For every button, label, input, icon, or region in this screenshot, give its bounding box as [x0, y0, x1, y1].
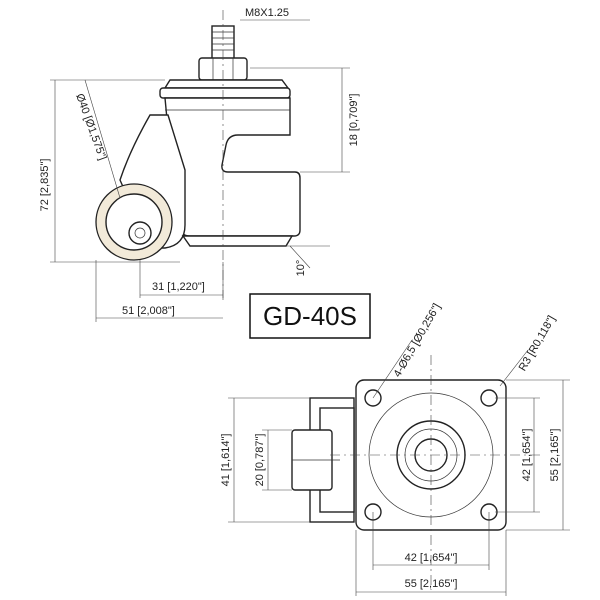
side-42-label: 42 [1,654"] — [521, 429, 533, 482]
holes-label: 4-Ø6,5 [Ø0,256"] — [392, 302, 444, 380]
side-41-label: 41 [1,614"] — [220, 434, 232, 487]
bottom-42-label: 42 [1,654"] — [405, 552, 458, 564]
model-label: GD-40S — [263, 301, 357, 331]
base-pad — [181, 235, 294, 247]
length-51-label: 51 [2,008"] — [122, 305, 175, 317]
wheel-diameter-label: Ø40 [Ø1,575"] — [73, 92, 108, 162]
side-55-label: 55 [2,165"] — [549, 429, 561, 482]
top-view — [291, 355, 540, 590]
top-cap — [159, 87, 291, 99]
model-label-box — [249, 293, 371, 339]
mount-hole-tr — [480, 389, 498, 407]
height-top-label: 18 [0,709"] — [348, 94, 360, 147]
side-view — [95, 10, 301, 300]
wheel-axle — [128, 221, 152, 245]
top-washer — [163, 79, 290, 89]
side-20-label: 20 [0,787"] — [254, 434, 266, 487]
angle-label: 10° — [295, 260, 307, 277]
radius-label: R3 [R0,118"] — [517, 314, 558, 374]
offset-31-label: 31 [1,220"] — [152, 281, 205, 293]
bottom-55-label: 55 [2,165"] — [405, 578, 458, 590]
height-total-label: 72 [2,835"] — [39, 159, 51, 212]
thread-label: M8X1.25 — [245, 7, 289, 19]
